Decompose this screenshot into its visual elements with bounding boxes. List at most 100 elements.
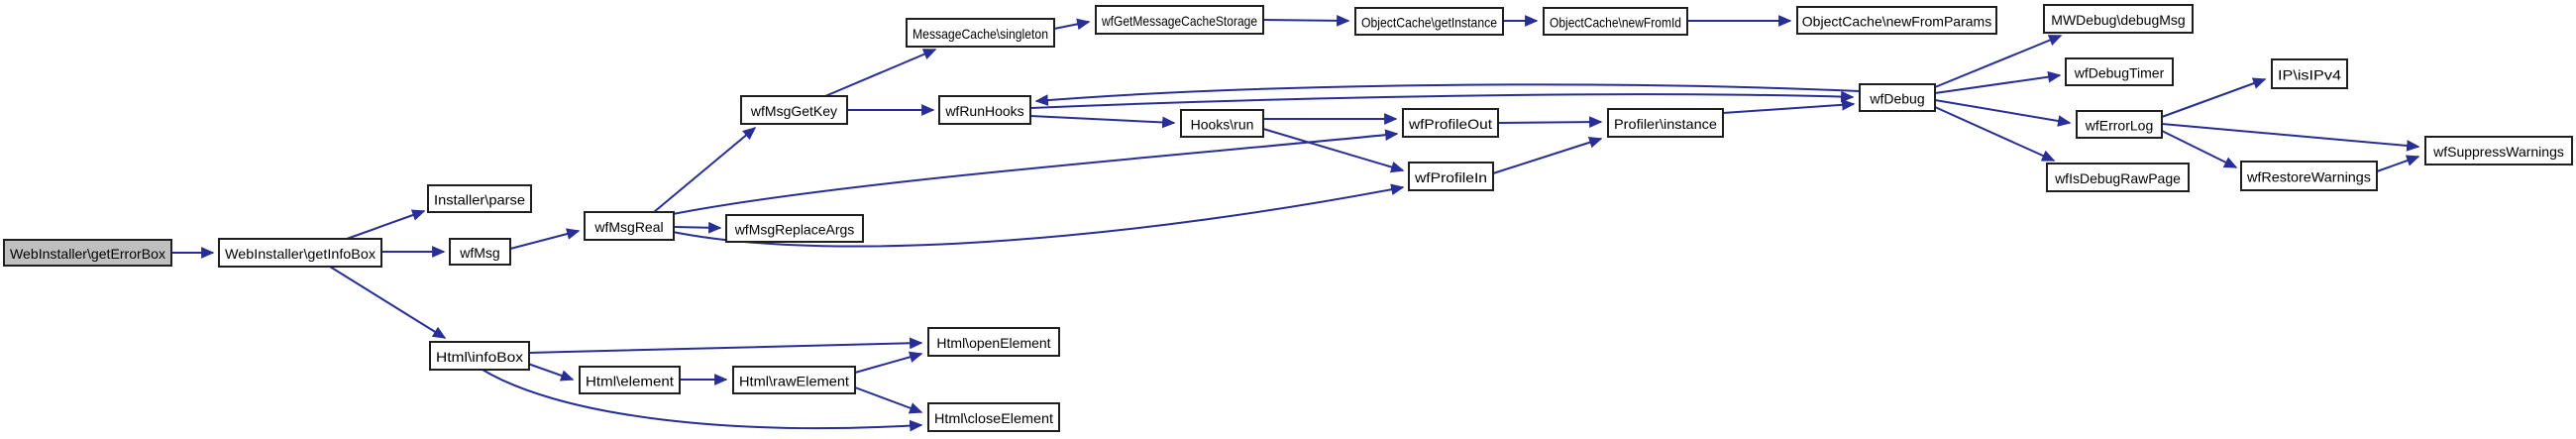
- node-objectCacheNewFromParams[interactable]: ObjectCache\newFromParams: [1796, 6, 1997, 35]
- node-wfRunHooks[interactable]: wfRunHooks: [938, 95, 1031, 125]
- edge-htmlInfoBox-to-htmlCloseElement: [482, 369, 923, 432]
- node-wfMsgGetKey[interactable]: wfMsgGetKey: [740, 95, 848, 125]
- node-box-wfProfileOut: [1402, 108, 1499, 138]
- node-box-wfMsgReplaceArgs: [725, 214, 864, 243]
- node-label-wfSuppressWarnings: wfSuppressWarnings: [2432, 144, 2564, 160]
- node-label-objectCacheNewFromParams: ObjectCache\newFromParams: [1802, 14, 1991, 30]
- node-label-installerParse: Installer\parse: [434, 192, 525, 208]
- edge-hooksRun-to-wfProfileIn: [1262, 128, 1405, 173]
- node-box-htmlOpenElement: [927, 327, 1060, 357]
- node-wfDebug[interactable]: wfDebug: [1859, 83, 1936, 112]
- edge-wfRunHooks-to-hooksRun: [1029, 115, 1176, 129]
- node-box-htmlInfoBox: [429, 341, 530, 371]
- node-messageCacheSingleton[interactable]: MessageCache\singleton: [906, 18, 1055, 48]
- node-label-hooksRun: Hooks\run: [1191, 117, 1254, 133]
- edge-htmlInfoBox-to-htmlOpenElement: [528, 337, 923, 354]
- node-wfMsgReal[interactable]: wfMsgReal: [584, 211, 675, 241]
- node-label-profilerInstance: Profiler\instance: [1614, 116, 1717, 132]
- node-box-getErrorBox: [3, 239, 172, 267]
- node-htmlInfoBox[interactable]: Html\infoBox: [429, 341, 530, 371]
- edge-wfDebug-to-mwDebugDebugMsg: [1934, 35, 2063, 88]
- edge-profilerInstance-to-wfDebug: [1722, 98, 1856, 114]
- node-label-wfDebugTimer: wfDebugTimer: [2074, 65, 2165, 81]
- node-label-wfProfileIn: wfProfileIn: [1414, 169, 1487, 185]
- node-getErrorBox[interactable]: WebInstaller\getErrorBox: [3, 239, 172, 267]
- node-htmlElement[interactable]: Html\element: [579, 366, 681, 394]
- node-label-wfProfileOut: wfProfileOut: [1408, 116, 1492, 132]
- node-htmlRawElement[interactable]: Html\rawElement: [732, 366, 856, 394]
- edge-wfDebug-to-wfRunHooks: [1034, 83, 1861, 106]
- node-label-messageCacheSingleton: MessageCache\singleton: [912, 26, 1048, 42]
- node-hooksRun[interactable]: Hooks\run: [1180, 109, 1264, 138]
- node-label-wfErrorLog: wfErrorLog: [2085, 118, 2153, 134]
- node-mwDebugDebugMsg[interactable]: MWDebug\debugMsg: [2043, 4, 2194, 34]
- node-htmlCloseElement[interactable]: Html\closeElement: [927, 402, 1060, 432]
- node-label-wfMsg: wfMsg: [459, 245, 499, 261]
- node-box-ipIsIPv4: [2271, 58, 2348, 89]
- node-htmlOpenElement[interactable]: Html\openElement: [927, 327, 1060, 357]
- node-label-wfMsgGetKey: wfMsgGetKey: [750, 103, 837, 119]
- edge-wfDebug-to-wfErrorLog: [1934, 99, 2072, 127]
- node-objectCacheGetInstance[interactable]: ObjectCache\getInstance: [1354, 7, 1504, 36]
- node-box-installerParse: [427, 184, 532, 213]
- edge-wfMsg-to-wfMsgReal: [509, 228, 581, 250]
- node-wfMsg[interactable]: wfMsg: [449, 238, 511, 266]
- node-label-wfIsDebugRawPage: wfIsDebugRawPage: [2054, 170, 2181, 186]
- node-wfProfileIn[interactable]: wfProfileIn: [1408, 162, 1494, 191]
- edge-wfMsgGetKey-to-messageCacheSingleton: [824, 49, 937, 97]
- node-box-wfDebug: [1859, 83, 1936, 112]
- node-wfRestoreWarnings[interactable]: wfRestoreWarnings: [2240, 161, 2378, 191]
- node-box-wfRunHooks: [938, 95, 1031, 125]
- node-box-wfDebugTimer: [2065, 57, 2174, 86]
- node-wfProfileOut[interactable]: wfProfileOut: [1402, 108, 1499, 138]
- node-wfErrorLog[interactable]: wfErrorLog: [2076, 110, 2163, 139]
- node-box-mwDebugDebugMsg: [2043, 4, 2194, 34]
- node-label-htmlOpenElement: Html\openElement: [936, 335, 1050, 351]
- node-box-htmlCloseElement: [927, 402, 1060, 432]
- edge-wfProfileOut-to-profilerInstance: [1497, 116, 1603, 128]
- edge-wfGetMessageCacheStorage-to-objectCacheGetInstance: [1262, 14, 1350, 27]
- edge-wfMsgReal-to-wfMsgGetKey: [653, 127, 757, 213]
- node-wfSuppressWarnings[interactable]: wfSuppressWarnings: [2424, 136, 2573, 165]
- node-label-htmlInfoBox: Html\infoBox: [436, 349, 523, 365]
- node-box-wfSuppressWarnings: [2424, 136, 2573, 165]
- edge-htmlRawElement-to-htmlCloseElement: [854, 386, 923, 414]
- node-box-wfGetMessageCacheStorage: [1095, 5, 1264, 35]
- node-ipIsIPv4[interactable]: IP\isIPv4: [2271, 58, 2348, 89]
- edge-getInfoBox-to-htmlInfoBox: [329, 266, 447, 339]
- edge-wfDebug-to-wfDebugTimer: [1934, 70, 2062, 94]
- node-box-getInfoBox: [218, 238, 382, 268]
- node-profilerInstance[interactable]: Profiler\instance: [1607, 108, 1724, 138]
- edge-wfMsgReal-to-wfMsgReplaceArgs: [673, 221, 722, 234]
- edge-htmlInfoBox-to-htmlElement: [527, 363, 575, 382]
- node-box-objectCacheNewFromParams: [1796, 6, 1997, 35]
- node-label-wfRunHooks: wfRunHooks: [944, 103, 1023, 119]
- node-label-htmlCloseElement: Html\closeElement: [934, 410, 1053, 426]
- node-wfMsgReplaceArgs[interactable]: wfMsgReplaceArgs: [725, 214, 864, 243]
- node-objectCacheNewFromId[interactable]: ObjectCache\newFromId: [1543, 7, 1688, 36]
- edge-wfRestoreWarnings-to-wfSuppressWarnings: [2376, 155, 2420, 172]
- node-label-wfMsgReal: wfMsgReal: [593, 219, 663, 235]
- edge-wfErrorLog-to-wfRestoreWarnings: [2161, 130, 2238, 168]
- node-label-getInfoBox: WebInstaller\getInfoBox: [225, 246, 376, 262]
- edge-wfMsgReal-to-wfProfileOut: [672, 129, 1399, 215]
- node-label-wfGetMessageCacheStorage: wfGetMessageCacheStorage: [1101, 13, 1257, 29]
- node-label-ipIsIPv4: IP\isIPv4: [2278, 67, 2341, 83]
- node-label-getErrorBox: WebInstaller\getErrorBox: [10, 246, 165, 262]
- node-wfDebugTimer[interactable]: wfDebugTimer: [2065, 57, 2174, 86]
- node-installerParse[interactable]: Installer\parse: [427, 184, 532, 213]
- edge-wfErrorLog-to-wfSuppressWarnings: [2161, 123, 2420, 152]
- node-label-wfRestoreWarnings: wfRestoreWarnings: [2246, 169, 2371, 185]
- edge-wfRunHooks-to-wfDebug: [1029, 90, 1855, 109]
- node-box-messageCacheSingleton: [906, 18, 1055, 48]
- node-wfIsDebugRawPage[interactable]: wfIsDebugRawPage: [2046, 163, 2190, 192]
- node-box-wfErrorLog: [2076, 110, 2163, 139]
- node-box-wfMsg: [449, 238, 511, 266]
- node-wfGetMessageCacheStorage[interactable]: wfGetMessageCacheStorage: [1095, 5, 1264, 35]
- node-label-objectCacheNewFromId: ObjectCache\newFromId: [1550, 15, 1681, 31]
- node-box-objectCacheGetInstance: [1354, 7, 1504, 36]
- node-label-wfMsgReplaceArgs: wfMsgReplaceArgs: [734, 222, 855, 238]
- node-getInfoBox[interactable]: WebInstaller\getInfoBox: [218, 238, 382, 268]
